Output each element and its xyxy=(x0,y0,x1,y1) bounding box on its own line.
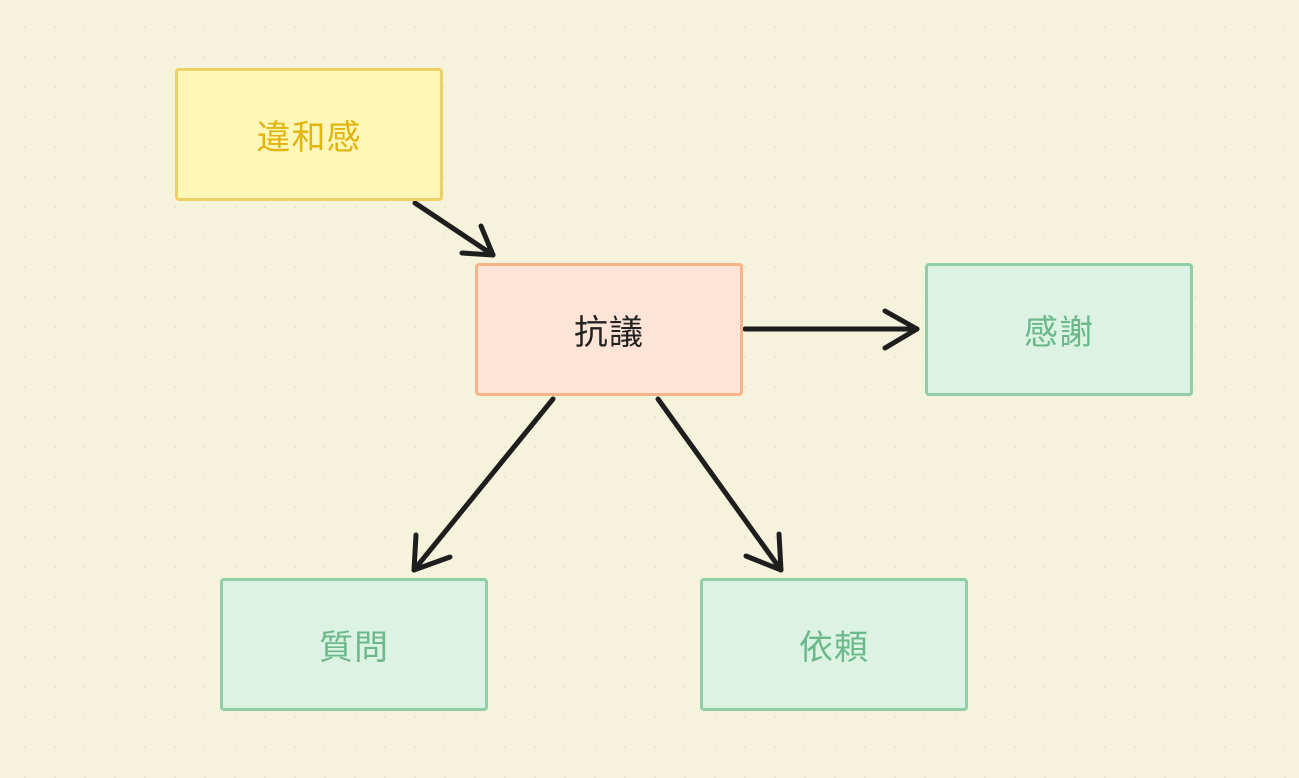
node-iwakan-label: 違和感 xyxy=(256,118,362,158)
node-shitsumon[interactable]: 質問 xyxy=(220,578,488,711)
edge-kougi-to-irai[interactable] xyxy=(655,396,784,573)
edge-kougi-to-kansha[interactable] xyxy=(742,308,920,351)
node-iwakan[interactable]: 違和感 xyxy=(175,68,443,201)
node-kougi-label: 抗議 xyxy=(574,313,644,353)
node-kansha[interactable]: 感謝 xyxy=(925,263,1193,396)
node-irai-label: 依頼 xyxy=(799,628,869,668)
node-kansha-label: 感謝 xyxy=(1024,313,1094,353)
edge-kougi-to-shitsumon[interactable] xyxy=(411,396,556,573)
node-irai[interactable]: 依頼 xyxy=(700,578,968,711)
node-shitsumon-label: 質問 xyxy=(319,628,389,668)
node-kougi[interactable]: 抗議 xyxy=(475,263,743,396)
edge-iwakan-to-kougi[interactable] xyxy=(412,200,496,258)
